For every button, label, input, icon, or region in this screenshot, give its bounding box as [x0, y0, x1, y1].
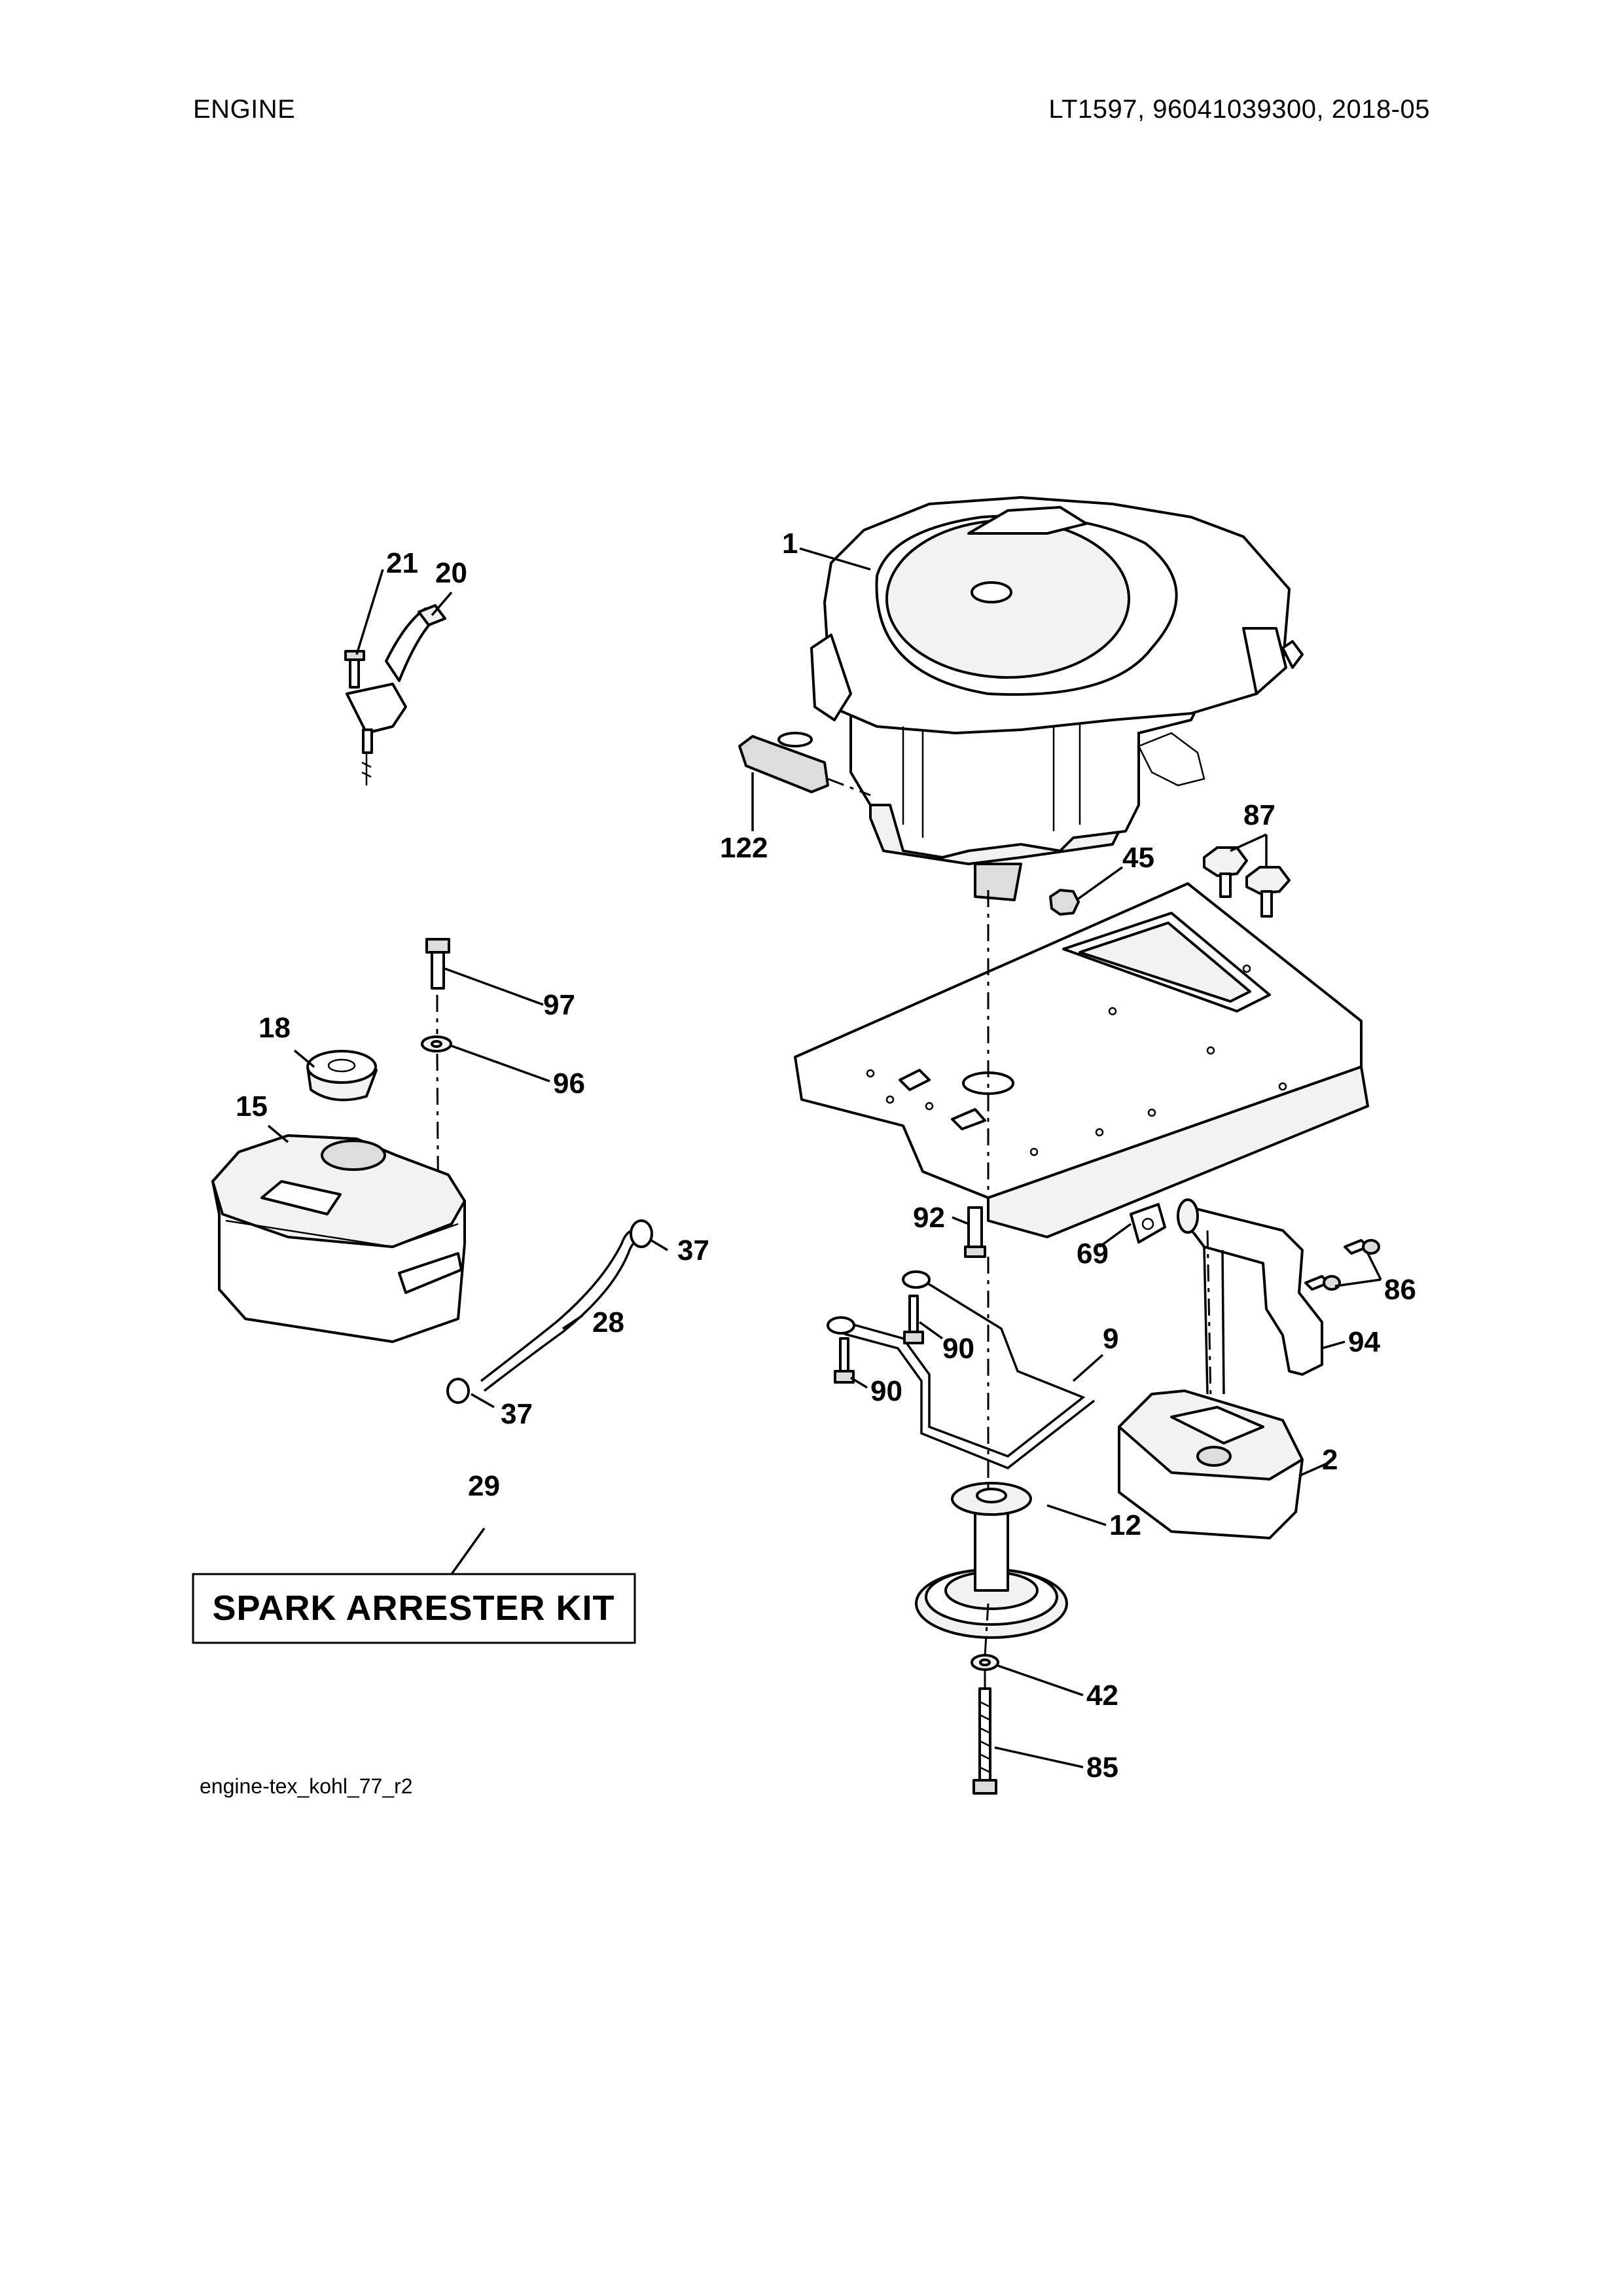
callout-18: 18: [259, 1012, 291, 1044]
washer-part[interactable]: [971, 1654, 999, 1671]
spark-arrester-kit-label: SPARK ARRESTER KIT: [212, 1588, 615, 1628]
lift-handle-part[interactable]: [738, 732, 871, 797]
pulley-part[interactable]: [915, 1482, 1068, 1639]
callout-122: 122: [720, 832, 768, 864]
chassis-plate: [794, 882, 1369, 1238]
callout-2: 2: [1322, 1444, 1338, 1476]
callout-15: 15: [236, 1090, 268, 1122]
callout-21: 21: [386, 547, 418, 579]
callout-37-bottom: 37: [501, 1398, 533, 1430]
hose-clamp-part[interactable]: [446, 1219, 653, 1404]
callout-20: 20: [435, 557, 467, 589]
callout-90-upper: 90: [942, 1333, 974, 1365]
callout-85: 85: [1086, 1751, 1118, 1784]
section-title: ENGINE: [193, 95, 296, 124]
callout-1: 1: [782, 528, 798, 560]
throttle-bracket-part[interactable]: [344, 604, 446, 785]
fuel-cap-part[interactable]: [306, 1050, 378, 1102]
exhaust-pipe-part[interactable]: [1177, 1198, 1323, 1395]
callout-42: 42: [1086, 1679, 1118, 1712]
callout-90-lower: 90: [870, 1375, 902, 1407]
callout-labels: 1 122 45 87 21 20 97 96 18 15 37 28 37 2…: [236, 528, 1416, 1784]
callout-86: 86: [1384, 1274, 1416, 1306]
callout-92: 92: [913, 1202, 945, 1234]
tank-washer-part[interactable]: [421, 1035, 452, 1052]
callout-87: 87: [1243, 799, 1275, 831]
callout-45: 45: [1122, 842, 1154, 874]
figure-id: engine-tex_kohl_77_r2: [200, 1774, 413, 1798]
fuel-hose-part[interactable]: [480, 1227, 652, 1392]
nut-part[interactable]: [1049, 889, 1080, 916]
callout-94: 94: [1348, 1326, 1380, 1358]
center-bolt-part[interactable]: [972, 1687, 997, 1795]
tank-bolt-part[interactable]: [425, 938, 450, 990]
gasket-part[interactable]: [1130, 1203, 1166, 1244]
callout-29: 29: [468, 1470, 500, 1502]
engine-part[interactable]: [810, 496, 1304, 901]
screw-part[interactable]: [1304, 1239, 1380, 1291]
callout-97: 97: [543, 989, 575, 1021]
spark-arrester-kit-box[interactable]: SPARK ARRESTER KIT: [192, 1573, 636, 1644]
callout-9: 9: [1103, 1323, 1118, 1355]
knob-bolt-part[interactable]: [1203, 846, 1291, 918]
callout-28: 28: [592, 1306, 624, 1338]
muffler-part[interactable]: [1118, 1230, 1304, 1539]
bolt-part-92[interactable]: [964, 1206, 986, 1258]
callout-37-top: 37: [677, 1234, 709, 1266]
callout-69: 69: [1077, 1238, 1109, 1270]
leader-lines: [267, 547, 1382, 1768]
callout-96: 96: [553, 1067, 585, 1100]
bolt-part-90[interactable]: [834, 1295, 924, 1384]
fuel-tank-part[interactable]: [211, 1134, 466, 1343]
callout-12: 12: [1109, 1509, 1141, 1541]
model-info: LT1597, 96041039300, 2018-05: [1048, 95, 1430, 124]
bracket-part[interactable]: [827, 1270, 1096, 1469]
